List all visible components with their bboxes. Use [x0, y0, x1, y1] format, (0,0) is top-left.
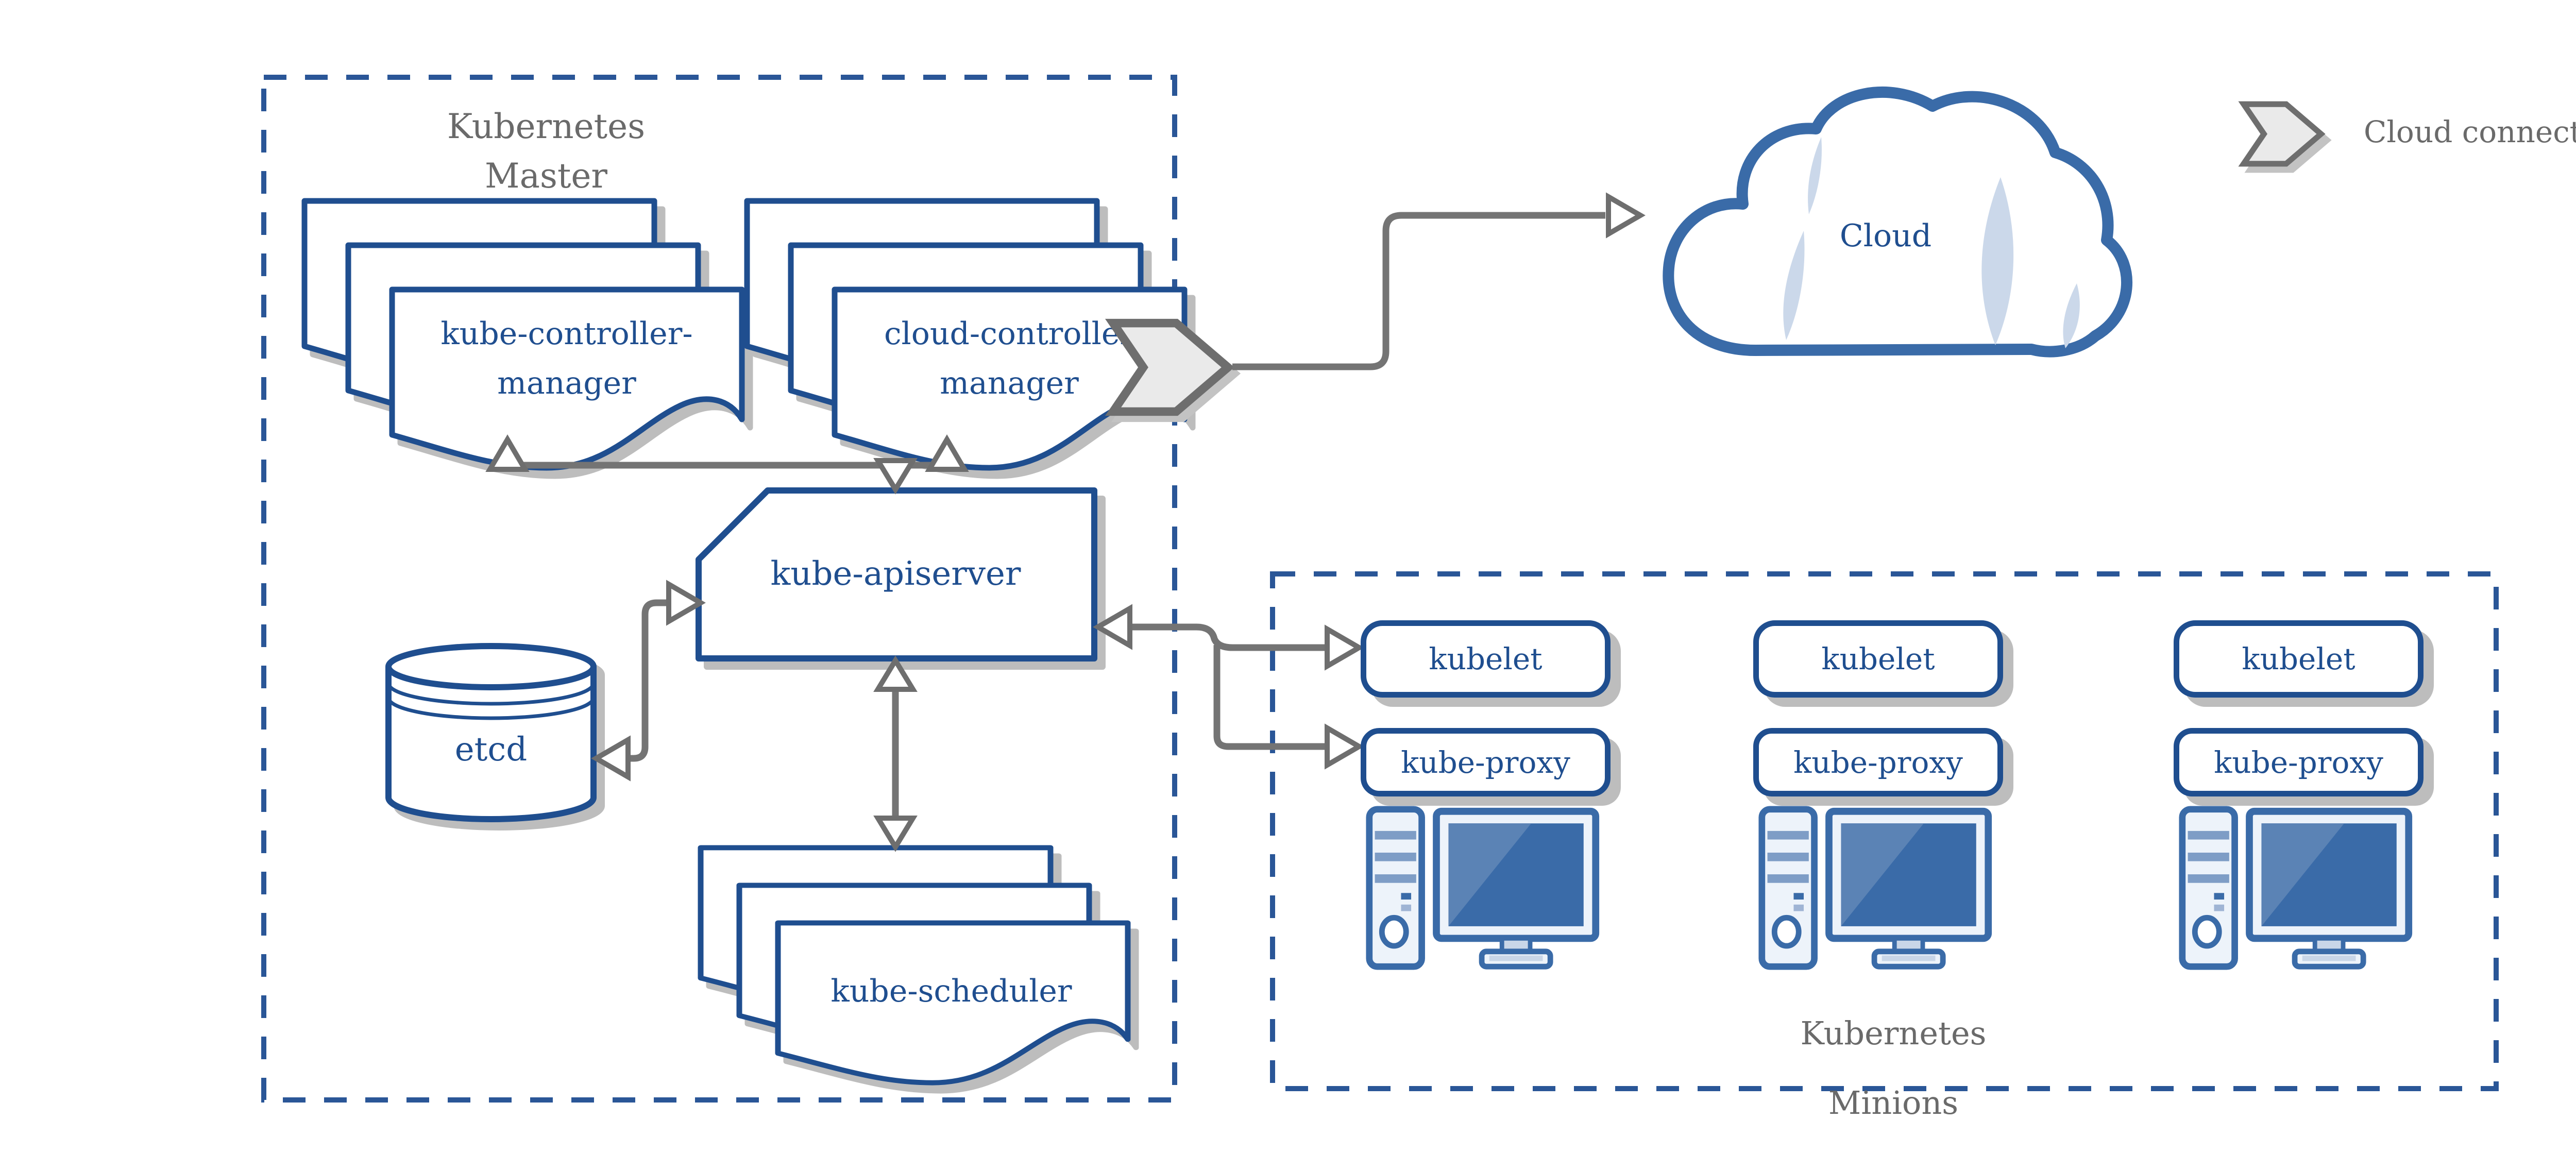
computer-icon-1	[1365, 805, 1602, 971]
minions-boundary-box	[1270, 571, 2499, 1091]
kubelet-box-1: kubelet	[1361, 620, 1611, 698]
master-title-line2: Master	[485, 156, 607, 196]
kube-proxy-box-2: kube-proxy	[1753, 728, 2003, 796]
minions-title-line2: Minions	[1828, 1084, 1959, 1122]
kubelet-label-2: kubelet	[1821, 641, 1935, 676]
arrow-apiserver-kubeproxy-line	[1213, 645, 1325, 750]
arrowhead-into-kubelet	[1325, 624, 1364, 671]
kubelet-box-2: kubelet	[1753, 620, 2003, 698]
kubelet-label-1: kubelet	[1429, 641, 1543, 676]
etcd-label: etcd	[454, 731, 528, 769]
arrowhead-into-apiserver-bottom	[873, 655, 918, 692]
kubelet-label-3: kubelet	[2242, 641, 2355, 676]
computer-icon-3	[2178, 805, 2415, 971]
kube-proxy-box-3: kube-proxy	[2174, 728, 2424, 796]
kube-proxy-label-1: kube-proxy	[1401, 744, 1570, 780]
arrow-cloudconnector-cloud-line	[1232, 212, 1605, 370]
kube-proxy-label-3: kube-proxy	[2214, 744, 2383, 780]
arrowhead-into-scheduler	[873, 816, 918, 852]
kube-proxy-label-2: kube-proxy	[1793, 744, 1963, 780]
minions-title: Kubernetes Minions	[1728, 998, 2058, 1138]
master-title: Kubernetes Master	[392, 102, 701, 201]
computer-icon-2	[1757, 805, 1994, 971]
kube-proxy-box-1: kube-proxy	[1361, 728, 1611, 796]
master-title-line1: Kubernetes	[447, 107, 646, 146]
kube-controller-manager-label-line2: manager	[497, 365, 636, 401]
cloud-controller-manager-label-line2: manager	[940, 365, 1079, 401]
arrowhead-into-apiserver-top	[873, 458, 918, 495]
kubelet-box-3: kubelet	[2174, 620, 2424, 698]
arrowhead-into-cloud	[1606, 192, 1646, 239]
legend-cloud-connector-label: Cloud connector	[2364, 114, 2576, 149]
arrowhead-into-etcd	[591, 735, 631, 782]
kube-controller-manager-label-line1: kube-controller-	[440, 316, 693, 352]
arrow-apiserver-kubelet-line	[1131, 623, 1325, 651]
arrow-etcd-apiserver-line	[630, 599, 668, 762]
kube-apiserver-label: kube-apiserver	[770, 554, 1021, 593]
cloud-label: Cloud	[1839, 218, 1932, 254]
arrowhead-into-kube-controller-manager	[485, 434, 530, 472]
cloud-controller-manager-label-line1: cloud-controller	[884, 316, 1135, 352]
cloud-controller-manager-label: cloud-controller manager	[839, 309, 1179, 408]
arrowhead-into-kubeproxy	[1325, 723, 1364, 770]
arrowhead-into-apiserver-right	[1093, 604, 1132, 650]
arrowhead-into-apiserver-left	[666, 580, 706, 626]
minions-title-line1: Kubernetes	[1800, 1014, 1987, 1052]
master-boundary-box	[261, 75, 1177, 1103]
kube-scheduler-label: kube-scheduler	[831, 973, 1072, 1009]
arrowhead-into-cloud-controller-manager	[925, 434, 969, 472]
kube-controller-manager-label: kube-controller- manager	[397, 309, 737, 408]
